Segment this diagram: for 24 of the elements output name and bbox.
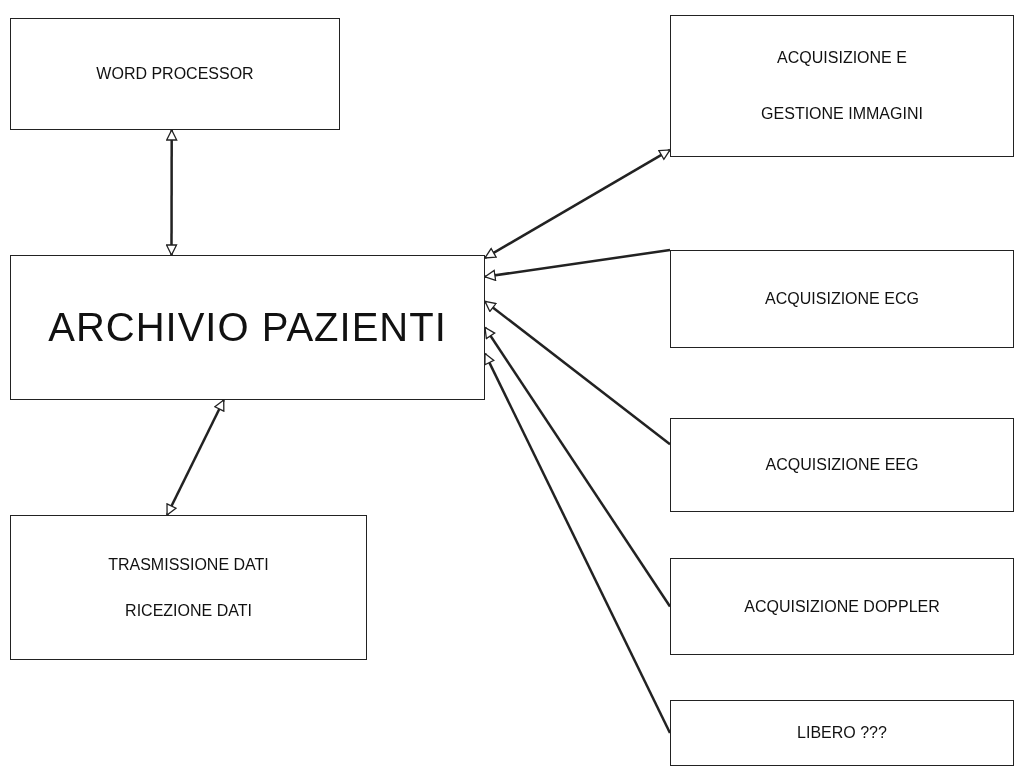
module-box xyxy=(670,700,1014,766)
box-label: TRASMISSIONE DATI xyxy=(108,555,269,574)
module-box xyxy=(10,18,340,130)
archive-box xyxy=(10,255,485,400)
module-box xyxy=(670,558,1014,655)
arrow xyxy=(483,352,672,734)
box-label: ACQUISIZIONE DOPPLER xyxy=(744,597,940,616)
box-label: ARCHIVIO PAZIENTI xyxy=(48,305,447,350)
arrow xyxy=(165,129,178,256)
arrow xyxy=(484,148,671,259)
box-label: RICEZIONE DATI xyxy=(125,601,252,620)
module-box xyxy=(670,15,1014,157)
arrow xyxy=(165,399,225,516)
box-label: LIBERO ??? xyxy=(797,724,887,742)
box-label: ACQUISIZIONE EEG xyxy=(765,456,919,474)
arrow xyxy=(484,300,671,446)
arrow xyxy=(484,248,671,281)
module-box xyxy=(10,515,367,660)
module-box xyxy=(670,418,1014,512)
box-label: ACQUISIZIONE E GESTIONE IMMAGINI xyxy=(760,48,924,124)
box-label: ACQUISIZIONE ECG xyxy=(765,290,919,308)
box-label: WORD PROCESSOR xyxy=(96,65,254,83)
module-box xyxy=(670,250,1014,348)
arrow xyxy=(483,326,672,608)
